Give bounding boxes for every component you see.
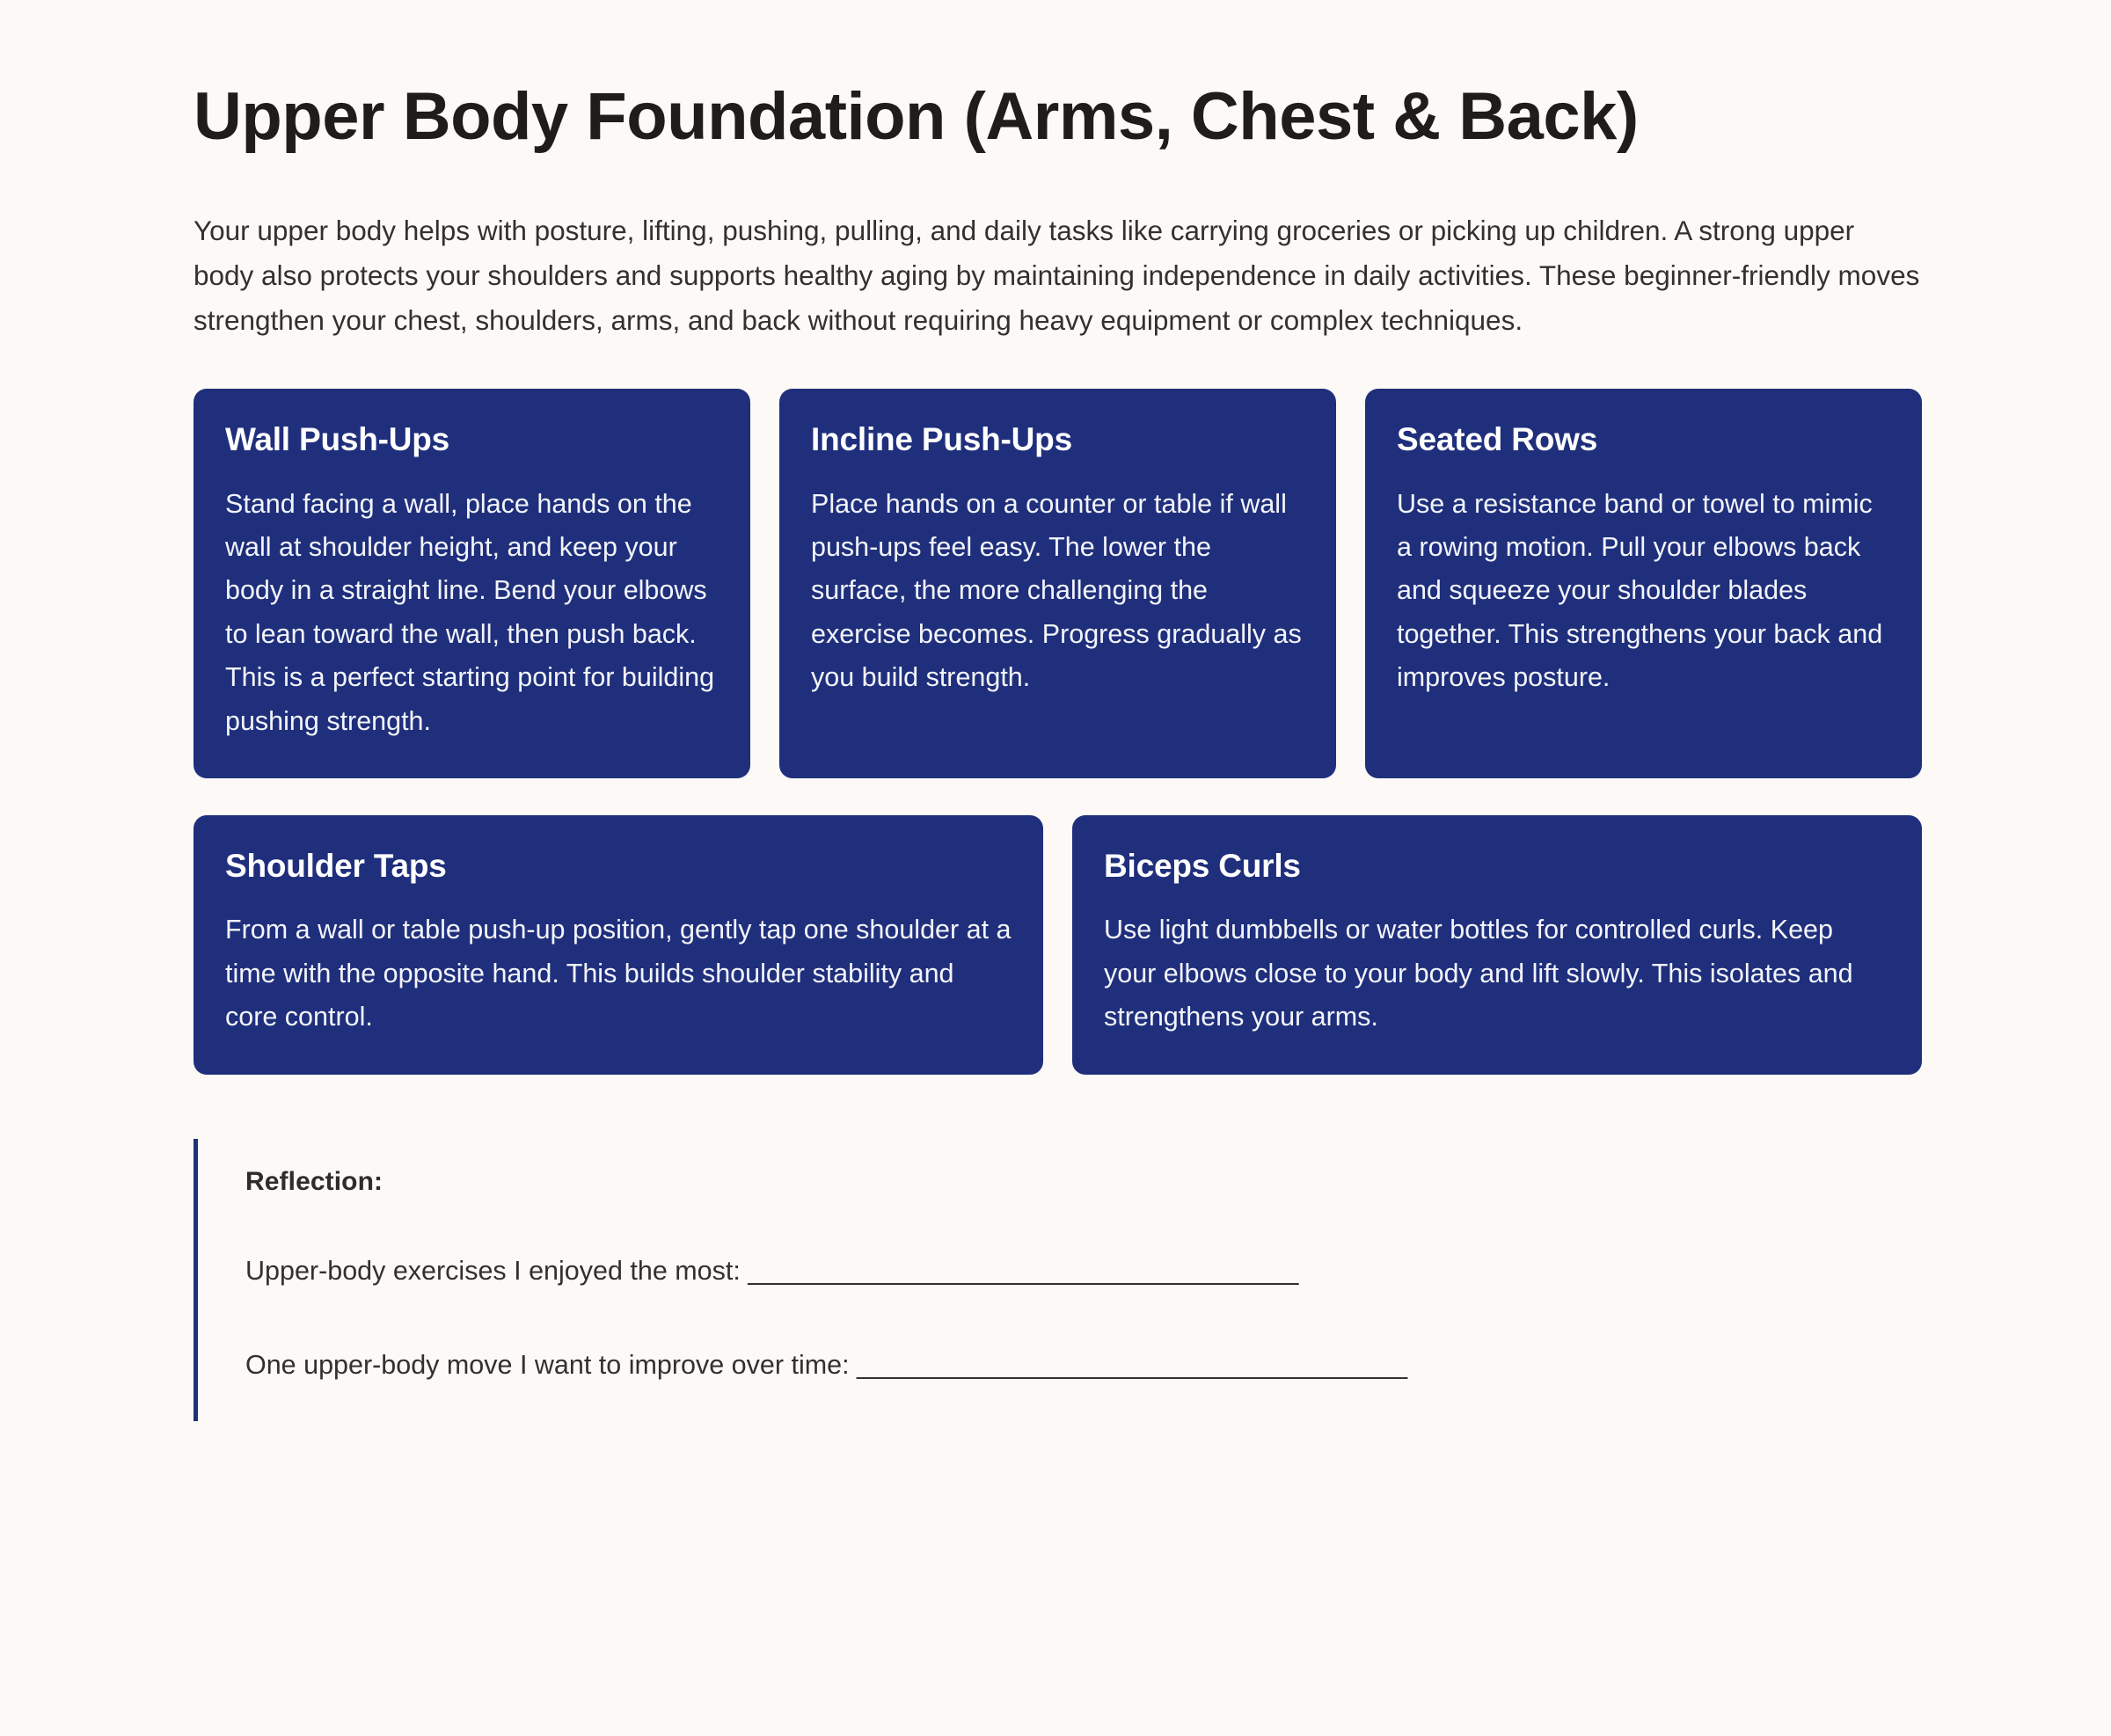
exercise-card-text: From a wall or table push-up position, g… [225, 915, 1012, 1032]
exercise-card-wall-push-ups: Wall Push-Ups Stand facing a wall, place… [194, 389, 750, 778]
reflection-prompt-2-label: One upper-body move I want to improve ov… [245, 1350, 858, 1381]
exercise-card-incline-push-ups: Incline Push-Ups Place hands on a counte… [779, 389, 1336, 778]
exercise-card-row-1: Wall Push-Ups Stand facing a wall, place… [194, 389, 1922, 778]
reflection-prompt-2-blank[interactable]: ______________________________________ [857, 1350, 1407, 1381]
reflection-prompt-2: One upper-body move I want to improve ov… [245, 1346, 1922, 1386]
reflection-prompt-1: Upper-body exercises I enjoyed the most:… [245, 1251, 1922, 1292]
exercise-card-title: Shoulder Taps [225, 847, 447, 884]
page-title: Upper Body Foundation (Arms, Chest & Bac… [194, 79, 1639, 154]
exercise-card-row-2: Shoulder Taps From a wall or table push-… [194, 814, 1922, 1075]
exercise-card-title: Seated Rows [1397, 421, 1598, 458]
exercise-card-title: Wall Push-Ups [225, 421, 450, 458]
intro-paragraph: Your upper body helps with posture, lift… [194, 215, 1920, 337]
exercise-card-text: Stand facing a wall, place hands on the … [225, 488, 715, 736]
exercise-card-text: Place hands on a counter or table if wal… [811, 488, 1302, 693]
exercise-card-title: Incline Push-Ups [811, 421, 1072, 458]
exercise-card-biceps-curls: Biceps Curls Use light dumbbells or wate… [1072, 814, 1922, 1075]
exercise-card-seated-rows: Seated Rows Use a resistance band or tow… [1365, 389, 1922, 778]
exercise-card-text: Use a resistance band or towel to mimic … [1397, 488, 1883, 693]
reflection-heading: Reflection: [245, 1166, 383, 1196]
exercise-card-text: Use light dumbbells or water bottles for… [1104, 915, 1853, 1032]
exercise-card-title: Biceps Curls [1104, 847, 1301, 884]
exercise-card-shoulder-taps: Shoulder Taps From a wall or table push-… [194, 814, 1043, 1075]
reflection-section: Reflection: Upper-body exercises I enjoy… [194, 1138, 1922, 1422]
reflection-prompt-1-label: Upper-body exercises I enjoyed the most: [245, 1255, 749, 1286]
reflection-prompt-1-blank[interactable]: ______________________________________ [748, 1255, 1298, 1286]
